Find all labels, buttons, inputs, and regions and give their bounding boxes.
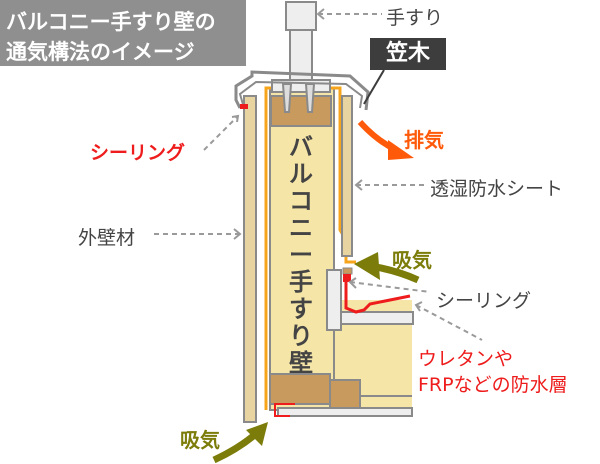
wall-core xyxy=(269,87,335,411)
label-sealing-top: シーリング xyxy=(90,142,186,164)
label-waterproof-line2: FRPなどの防水層 xyxy=(418,374,568,396)
label-coping: 笠木 xyxy=(370,38,446,70)
coping-outline xyxy=(234,70,370,111)
title-box: バルコニー手すり壁の 通気構法のイメージ xyxy=(0,0,246,66)
sealing-top-mark xyxy=(240,104,248,109)
sill-base xyxy=(340,311,414,325)
title-line-1: バルコニー手すり壁の xyxy=(6,10,216,34)
label-sealing-lower: シーリング xyxy=(436,290,532,312)
label-exhaust: 排気 xyxy=(404,128,444,152)
pointer-arrowheads xyxy=(231,8,423,312)
bottom-wood-block-2 xyxy=(329,379,361,409)
floor-trim xyxy=(277,407,413,417)
top-wood-block xyxy=(270,95,332,127)
label-intake-lower: 吸気 xyxy=(180,428,220,452)
label-handrail: 手すり xyxy=(386,7,444,29)
exterior-siding-right xyxy=(341,95,353,257)
label-wall-vertical: バ ル コ ニ ー 手 す り 壁 xyxy=(289,133,313,377)
moisture-sheet-line xyxy=(264,86,356,410)
handrail-top xyxy=(285,1,317,31)
label-waterproof-line1: ウレタンや xyxy=(418,348,514,370)
sill-post xyxy=(326,269,342,331)
waterproof-layer-line xyxy=(344,274,411,314)
title-line-2: 通気構法のイメージ xyxy=(6,40,195,64)
coping-pointer xyxy=(363,69,385,105)
sealing-bottom-mark xyxy=(274,403,295,417)
intake-lower-arrow-icon xyxy=(212,429,261,464)
label-moisture-sheet: 透湿防水シート xyxy=(430,178,564,200)
label-exterior-wall: 外壁材 xyxy=(78,227,136,249)
exterior-siding-left xyxy=(243,95,257,423)
bottom-wood-block-1 xyxy=(269,373,331,405)
pointer-lines xyxy=(154,13,483,341)
screws xyxy=(281,83,316,113)
label-intake-upper: 吸気 xyxy=(392,248,432,272)
handrail-post xyxy=(289,29,313,87)
